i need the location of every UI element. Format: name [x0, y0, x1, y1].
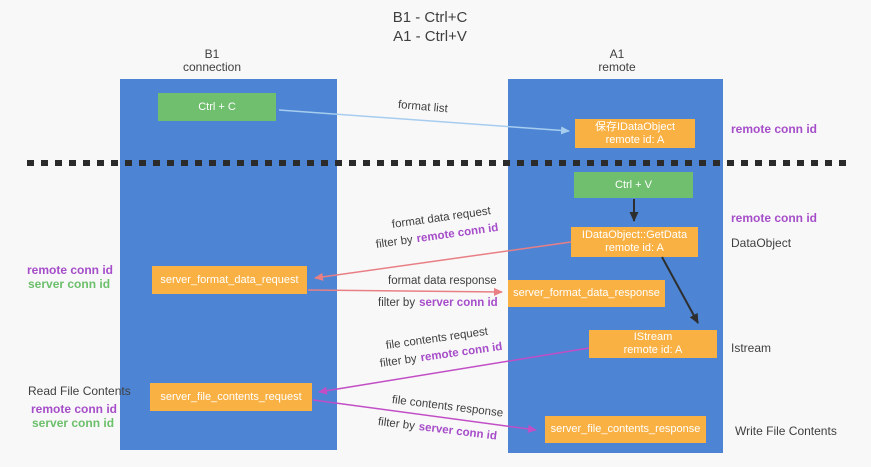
node-save-idataobject-line2: remote id: A [605, 133, 665, 146]
node-save-idataobject-line1: 保存IDataObject [594, 120, 676, 133]
node-ctrl-v: Ctrl + V [574, 172, 693, 198]
left-server-conn-id-label-1: server conn id [28, 277, 111, 291]
node-server-format-data-response: server_format_data_response [508, 280, 665, 307]
format-data-response-label: format data response [388, 275, 497, 287]
node-istream-line1: IStream [633, 331, 673, 343]
column-b1-name: B1 [204, 47, 220, 61]
file-contents-response-label: file contents response [391, 394, 504, 420]
left-remote-conn-id-label-2: remote conn id [31, 402, 118, 416]
server-conn-id-text: server conn id [419, 297, 498, 309]
server-conn-id-text: server conn id [418, 421, 498, 443]
node-server-file-contents-response: server_file_contents_response [545, 416, 706, 443]
node-format-response-label: server_format_data_response [513, 287, 660, 299]
title-line-1: B1 - Ctrl+C [392, 9, 468, 26]
filter-by-text: filter by [375, 233, 414, 251]
node-server-file-contents-request: server_file_contents_request [150, 383, 312, 411]
node-istream: IStream remote id: A [589, 330, 717, 358]
node-file-response-label: server_file_contents_response [550, 423, 701, 435]
node-file-request-label: server_file_contents_request [160, 390, 302, 403]
node-ctrl-c: Ctrl + C [158, 93, 276, 121]
title-line-2: A1 - Ctrl+V [393, 28, 467, 45]
node-ctrl-v-label: Ctrl + V [615, 178, 652, 191]
remote-conn-id-side-label-mid: remote conn id [731, 211, 818, 225]
column-b1-role: connection [182, 60, 242, 74]
node-idataobject-getdata: IDataObject::GetData remote id: A [571, 227, 698, 257]
istream-side-label: Istream [731, 341, 772, 355]
node-getdata-line1: IDataObject::GetData [581, 229, 688, 241]
filter-by-text: filter by [377, 416, 416, 433]
read-file-contents-label: Read File Contents [28, 384, 131, 398]
left-remote-conn-id-label-1: remote conn id [27, 263, 114, 277]
node-istream-line2: remote id: A [623, 344, 683, 356]
node-getdata-line2: remote id: A [605, 242, 664, 254]
diagram-title: B1 - Ctrl+C A1 - Ctrl+V [320, 8, 540, 46]
column-header-a1: A1 remote [547, 48, 687, 74]
filter-by-text: filter by [378, 297, 416, 309]
node-ctrl-c-label: Ctrl + C [198, 100, 236, 113]
format-data-response-arrow [307, 287, 503, 296]
column-a1-role: remote [598, 60, 636, 74]
column-header-b1: B1 connection [142, 48, 282, 74]
format-list-label: format list [397, 99, 449, 116]
column-a1-name: A1 [609, 47, 625, 61]
node-server-format-data-request: server_format_data_request [152, 266, 307, 294]
filter-by-text: filter by [379, 352, 418, 370]
node-save-idataobject: 保存IDataObject remote id: A [575, 119, 695, 148]
left-server-conn-id-label-2: server conn id [32, 416, 115, 430]
write-file-contents-label: Write File Contents [735, 424, 837, 438]
remote-conn-id-side-label-top: remote conn id [731, 122, 818, 136]
node-format-request-label: server_format_data_request [160, 273, 299, 286]
dataobject-side-label: DataObject [731, 236, 792, 250]
